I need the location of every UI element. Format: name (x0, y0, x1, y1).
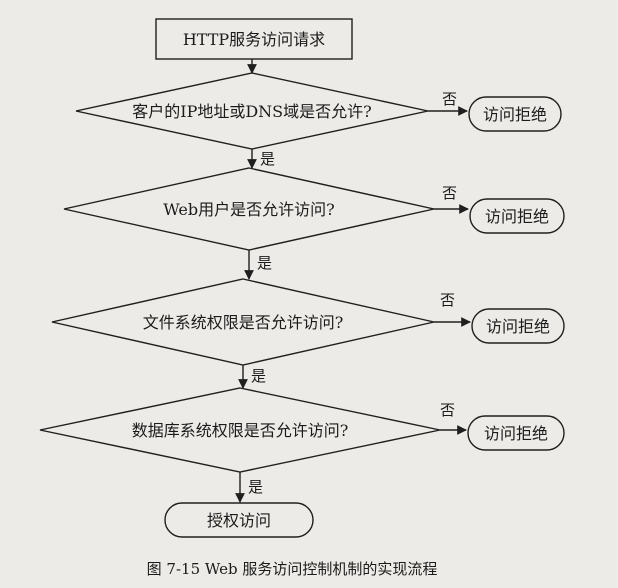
grant-label: 授权访问 (207, 511, 271, 530)
deny3-label: 访问拒绝 (486, 317, 550, 336)
deny1-node: 访问拒绝 (468, 96, 562, 132)
start-node-label: HTTP服务访问请求 (183, 30, 325, 49)
decision2-node: Web用户是否允许访问? (63, 167, 435, 251)
decision1-label: 客户的IP地址或DNS域是否允许? (132, 102, 371, 121)
deny1-label: 访问拒绝 (483, 105, 547, 124)
deny4-node: 访问拒绝 (467, 415, 565, 451)
figure-caption: 图 7-15 Web 服务访问控制机制的实现流程 (147, 560, 438, 578)
edge-decision3-no-label: 否 (440, 291, 455, 309)
deny2-node: 访问拒绝 (469, 198, 565, 234)
grant-node: 授权访问 (164, 502, 314, 538)
deny2-label: 访问拒绝 (485, 207, 549, 226)
start-node: HTTP服务访问请求 (155, 18, 353, 60)
decision1-node: 客户的IP地址或DNS域是否允许? (75, 72, 429, 150)
edge-decision4-yes-label: 是 (248, 478, 263, 496)
decision3-label: 文件系统权限是否允许访问? (143, 313, 344, 332)
edge-decision2-no-label: 否 (442, 184, 457, 202)
edge-decision4-no-label: 否 (440, 401, 455, 419)
edge-decision2-yes-label: 是 (257, 254, 272, 272)
edge-decision1-no-label: 否 (442, 90, 457, 108)
edge-decision1-yes-label: 是 (260, 150, 275, 168)
deny4-label: 访问拒绝 (484, 424, 548, 443)
deny3-node: 访问拒绝 (471, 308, 565, 344)
decision4-label: 数据库系统权限是否允许访问? (132, 421, 349, 440)
decision2-label: Web用户是否允许访问? (163, 200, 334, 219)
decision4-node: 数据库系统权限是否允许访问? (39, 387, 441, 473)
edge-decision3-yes-label: 是 (251, 367, 266, 385)
decision3-node: 文件系统权限是否允许访问? (51, 278, 435, 366)
